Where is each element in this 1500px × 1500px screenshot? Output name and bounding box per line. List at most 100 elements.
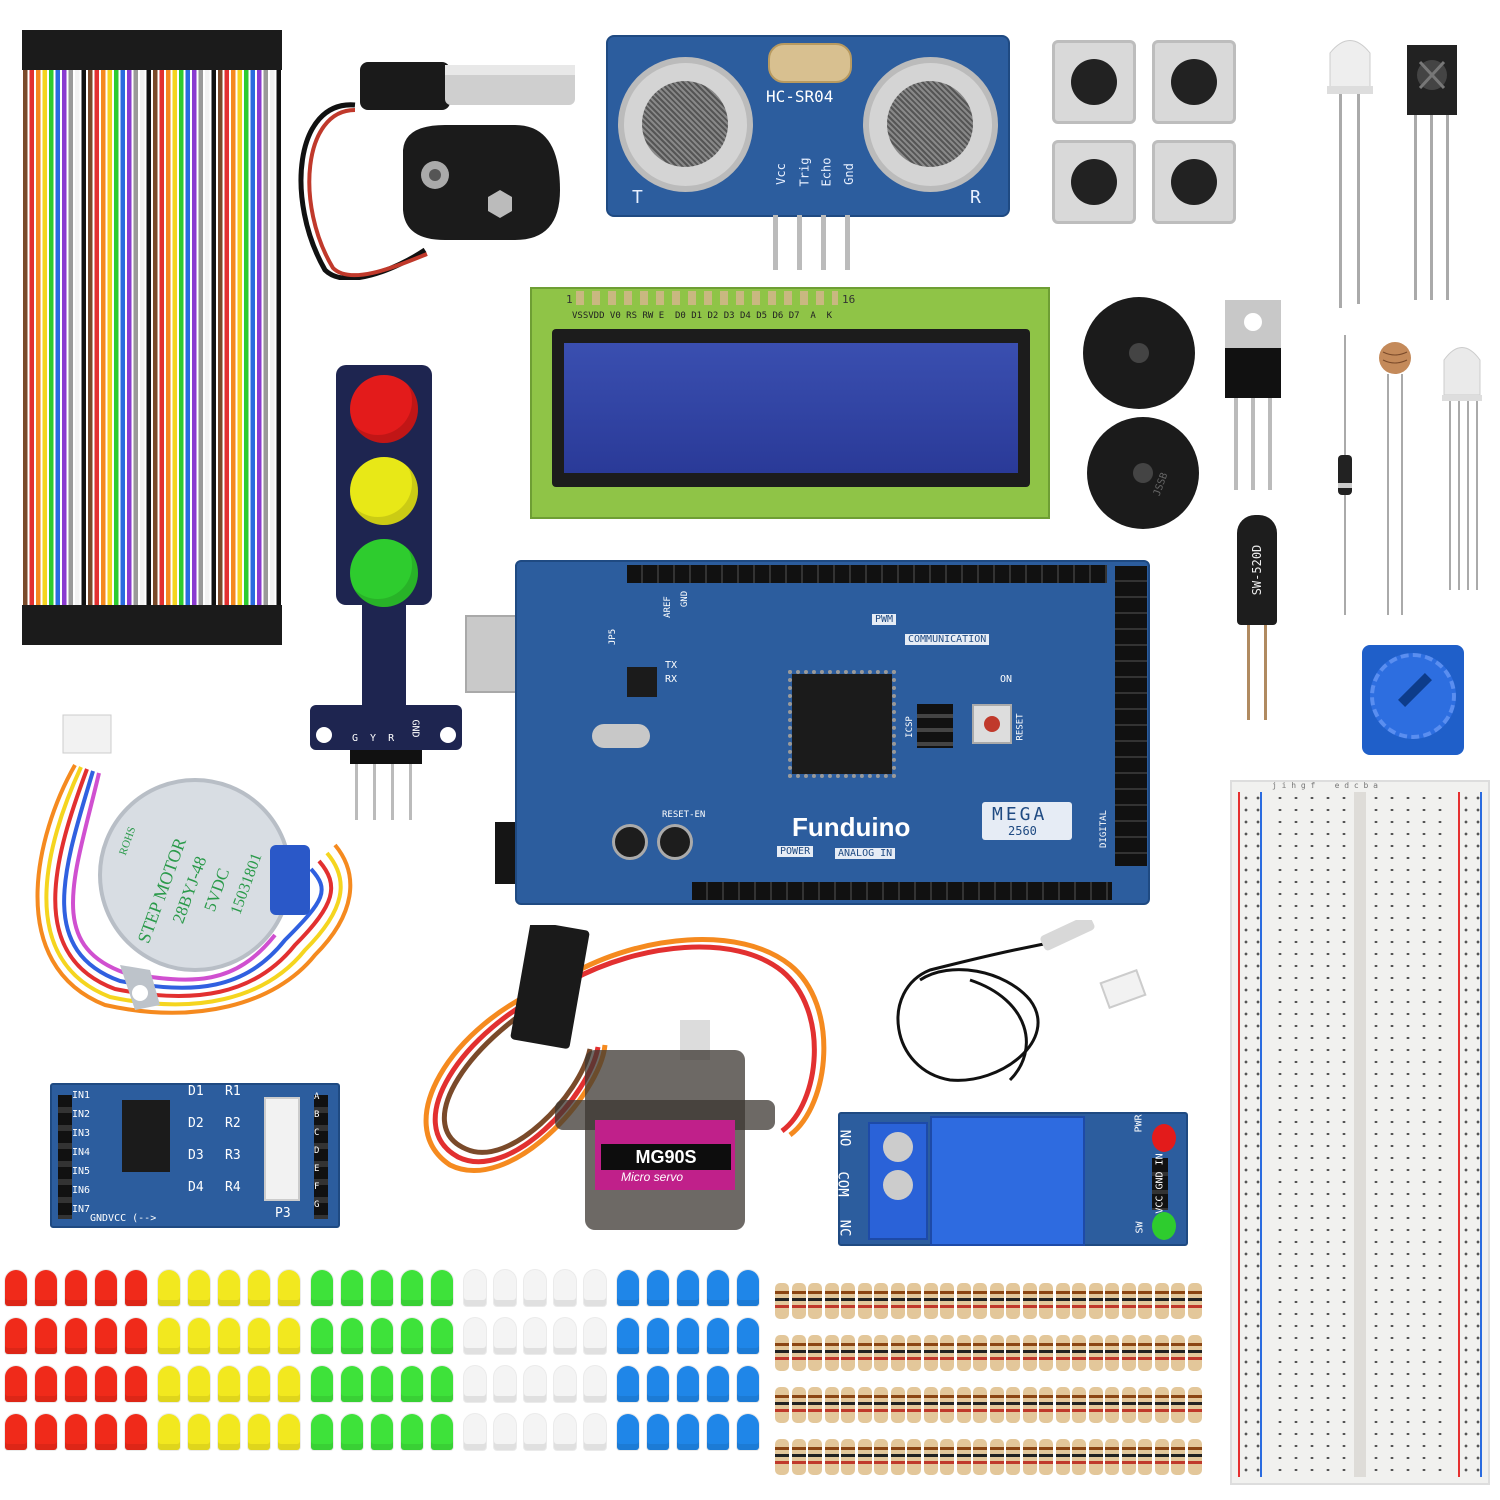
driver-diode-label: D2 (188, 1116, 204, 1131)
resistor (824, 1283, 839, 1319)
mega-model: MEGA (992, 804, 1048, 825)
led (158, 1366, 180, 1402)
led (677, 1366, 699, 1402)
relay-body (930, 1116, 1085, 1246)
led (677, 1414, 699, 1450)
lcd-display: 1 16 VSSVDD V0 RS RW E D0 D1 D2 D3 D4 D5… (530, 287, 1050, 519)
resistor (890, 1439, 905, 1475)
resistor (1171, 1283, 1185, 1319)
receiver-label: R (970, 187, 981, 208)
resistor (857, 1283, 872, 1319)
breadboard-column-header: j i h g f e d c b a (1272, 781, 1378, 790)
lcd-header-pins (576, 291, 838, 305)
reset-button (972, 704, 1012, 744)
resistor (841, 1387, 855, 1423)
rgb-led (1440, 340, 1485, 590)
resistor (857, 1387, 872, 1423)
relay-module (838, 1112, 1188, 1246)
resistor (1055, 1283, 1070, 1319)
led (188, 1366, 210, 1402)
led (158, 1270, 180, 1306)
led (95, 1366, 117, 1402)
led (371, 1270, 393, 1306)
resistor (1088, 1335, 1103, 1371)
traffic-light-module: G Y R GND (310, 365, 462, 820)
relay-terminal-block (868, 1122, 928, 1240)
resistor (808, 1387, 822, 1423)
resistor (874, 1439, 888, 1475)
led (524, 1318, 546, 1354)
resistor (874, 1283, 888, 1319)
resistor (1055, 1387, 1070, 1423)
resistor (1105, 1335, 1119, 1371)
led (554, 1414, 576, 1450)
relay-sw-led (1152, 1212, 1176, 1240)
traffic-pin-labels: G Y R (352, 733, 395, 744)
ultrasonic-model-label: HC-SR04 (766, 87, 834, 106)
resistor (874, 1335, 888, 1371)
resistor (989, 1439, 1004, 1475)
led (707, 1318, 729, 1354)
led (125, 1270, 147, 1306)
led (311, 1366, 333, 1402)
power-analog-header (692, 882, 1112, 900)
driver-output-label: A (314, 1092, 320, 1102)
rx-label: RX (665, 674, 678, 685)
resistor (841, 1283, 855, 1319)
resistor (940, 1283, 954, 1319)
led (248, 1366, 270, 1402)
driver-chip (122, 1100, 170, 1172)
communication-label: COMMUNICATION (905, 634, 990, 645)
led (218, 1414, 240, 1450)
led (494, 1366, 516, 1402)
resistor (1088, 1439, 1103, 1475)
driver-diode-label: D4 (188, 1180, 204, 1195)
resistor (1171, 1387, 1185, 1423)
resistor (1072, 1283, 1086, 1319)
resistor (1187, 1439, 1202, 1475)
resistor (874, 1387, 888, 1423)
resistor (989, 1335, 1004, 1371)
resistor (1006, 1439, 1020, 1475)
resistor (956, 1335, 971, 1371)
resistor (1154, 1283, 1169, 1319)
arduino-mega-board: Funduino MEGA 2560 PWM COMMUNICATION POW… (515, 560, 1150, 905)
microcontroller-chip (788, 670, 896, 778)
relay-pin-labels: VCC GND IN (1154, 1153, 1166, 1214)
led (737, 1366, 759, 1402)
resistor (907, 1335, 921, 1371)
driver-resistor-label: R4 (225, 1180, 241, 1195)
driver-input-label: IN6 (72, 1185, 91, 1196)
led (647, 1270, 669, 1306)
breadboard: j i h g f e d c b a (1230, 780, 1490, 1485)
resistor (923, 1283, 938, 1319)
led (494, 1270, 516, 1306)
resistor (791, 1283, 806, 1319)
ultrasonic-pins (770, 215, 860, 270)
resistor (973, 1439, 987, 1475)
led (647, 1318, 669, 1354)
driver-output-label: D (314, 1146, 320, 1156)
led (248, 1318, 270, 1354)
transducer-left (618, 57, 753, 192)
tilt-switch-label: SW-520D (1250, 544, 1264, 596)
driver-output-label: C (314, 1128, 320, 1138)
led (464, 1414, 486, 1450)
resistor (1154, 1335, 1169, 1371)
resistor (1105, 1283, 1119, 1319)
led (188, 1270, 210, 1306)
traffic-green-led (350, 539, 418, 607)
resistor (824, 1335, 839, 1371)
resistor (1171, 1335, 1185, 1371)
jumper-wires (15, 30, 295, 655)
led (341, 1366, 363, 1402)
led (464, 1366, 486, 1402)
capacitor-2 (657, 824, 693, 860)
resistor (890, 1387, 905, 1423)
resistor (1171, 1439, 1185, 1475)
resistor (824, 1439, 839, 1475)
driver-input-label: IN7 (72, 1204, 91, 1215)
push-button-4 (1152, 140, 1236, 224)
led (218, 1366, 240, 1402)
reset-label: RESET (1015, 713, 1026, 741)
